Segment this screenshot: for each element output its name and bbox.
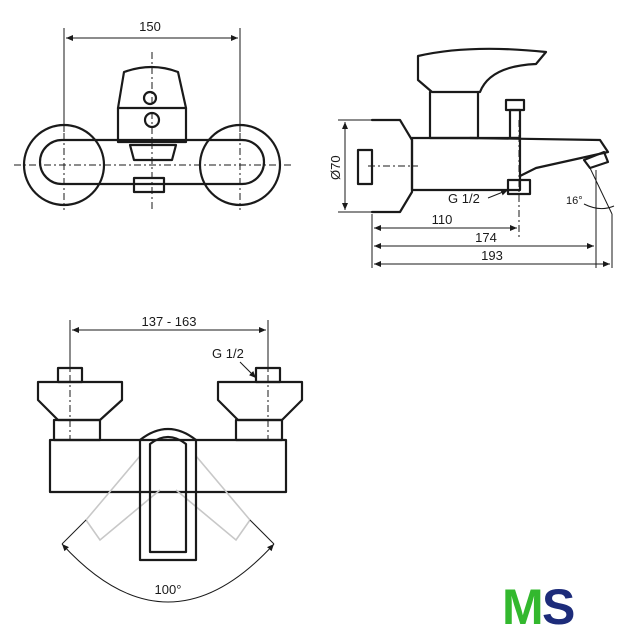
rotation-100-label: 100°: [155, 582, 182, 597]
dim-137-163-label: 137 - 163: [142, 314, 197, 329]
logo-m: M: [502, 579, 544, 635]
dim-110: 110: [374, 212, 517, 231]
bottom-outlet: [132, 176, 166, 194]
top-lever: [138, 428, 198, 562]
dim-174: 174: [374, 230, 594, 249]
lever-handle: [116, 65, 188, 110]
aerator: [582, 150, 610, 170]
side-thread-label: G 1/2: [448, 191, 480, 206]
dim-70-label: Ø70: [328, 155, 343, 180]
rotation-arc: [61, 543, 275, 603]
left-eccentric: [36, 380, 124, 422]
ghost-lever-left: [84, 455, 161, 542]
svg-text:174: 174: [475, 230, 497, 245]
dim-193: 193: [374, 248, 610, 267]
ms-logo: M S: [502, 579, 575, 635]
dim-width-150: 150: [63, 19, 241, 132]
logo-s: S: [542, 579, 575, 635]
wall-connector: [356, 148, 374, 186]
right-eccentric: [216, 380, 304, 422]
spout: [468, 136, 610, 178]
side-body: [410, 136, 522, 192]
front-view: 150: [14, 19, 292, 210]
side-view: Ø70 G 1/2 16° 110: [328, 47, 615, 268]
ghost-lever-right: [175, 455, 252, 542]
dim-diameter: Ø70: [328, 119, 372, 213]
angle-16-label: 16°: [566, 195, 583, 207]
diverter: [504, 98, 526, 112]
side-handle: [416, 47, 548, 94]
dim-150-label: 150: [139, 19, 161, 34]
top-thread-label: G 1/2: [212, 346, 244, 361]
svg-text:193: 193: [481, 248, 503, 263]
svg-text:110: 110: [432, 212, 453, 227]
top-body: [48, 438, 288, 494]
top-view: 137 - 163 G 1/2 100°: [36, 314, 304, 603]
dim-centers: 137 - 163: [69, 314, 269, 372]
